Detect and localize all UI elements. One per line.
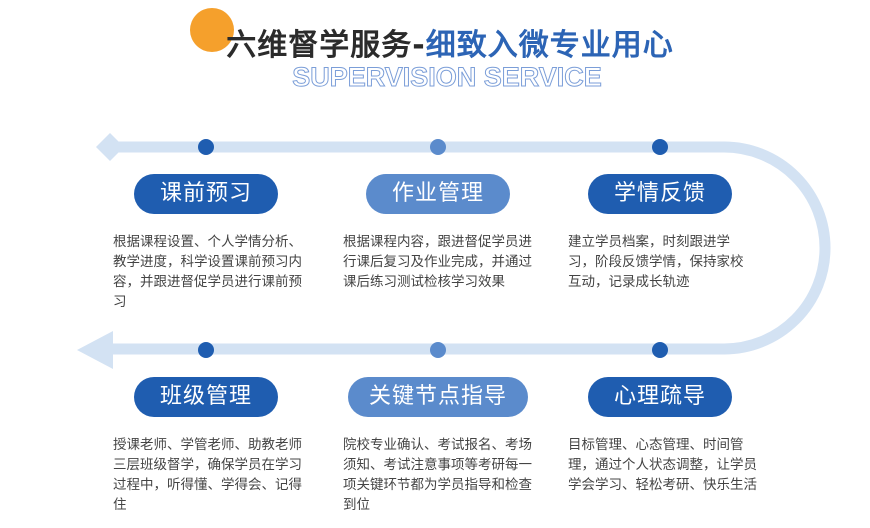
track-path	[108, 141, 831, 355]
step-desc-preview: 根据课程设置、个人学情分析、教学进度，科学设置课前预习内容，并跟进督促学员进行课…	[113, 234, 302, 310]
title-slogan: 细致入微专业用心	[425, 28, 674, 63]
step-pill-class-management: 班级管理	[134, 377, 278, 417]
step-pill-homework: 作业管理	[366, 174, 510, 214]
start-diamond-icon	[96, 133, 124, 161]
step-desc-key-node-guidance: 院校专业确认、考试报名、考场须知、考试注意事项等考研每一项关键环节都为学员指导和…	[343, 437, 532, 513]
step-pill-counseling: 心理疏导	[588, 377, 732, 417]
page-subtitle: SUPERVISION SERVICE	[292, 62, 603, 93]
node-dot-top-2	[430, 139, 446, 155]
title-main: 六维督学服务-	[226, 28, 426, 63]
node-dot-bottom-2	[430, 342, 446, 358]
node-dot-bottom-1	[198, 342, 214, 358]
step-desc-feedback: 建立学员档案，时刻跟进学习，阶段反馈学情，保持家校互动，记录成长轨迹	[568, 234, 744, 290]
step-desc-counseling: 目标管理、心态管理、时间管理，通过个人状态调整，让学员学会学习、轻松考研、快乐生…	[568, 437, 757, 493]
arrow-left-icon	[77, 331, 113, 369]
node-dot-top-1	[198, 139, 214, 155]
step-pill-feedback: 学情反馈	[588, 174, 732, 214]
orange-circle-decoration	[190, 8, 234, 52]
node-dot-bottom-3	[652, 342, 668, 358]
step-desc-class-management: 授课老师、学管老师、助教老师三层班级督学，确保学员在学习过程中，听得懂、学得会、…	[113, 437, 302, 513]
step-desc-homework: 根据课程内容，跟进督促学员进行课后复习及作业完成，并通过课后练习测试检核学习效果	[343, 234, 532, 290]
step-pill-key-node-guidance: 关键节点指导	[348, 377, 528, 417]
step-pill-preview: 课前预习	[134, 174, 278, 214]
node-dot-top-3	[652, 139, 668, 155]
page-title: 六维督学服务-细致入微专业用心	[0, 28, 870, 64]
